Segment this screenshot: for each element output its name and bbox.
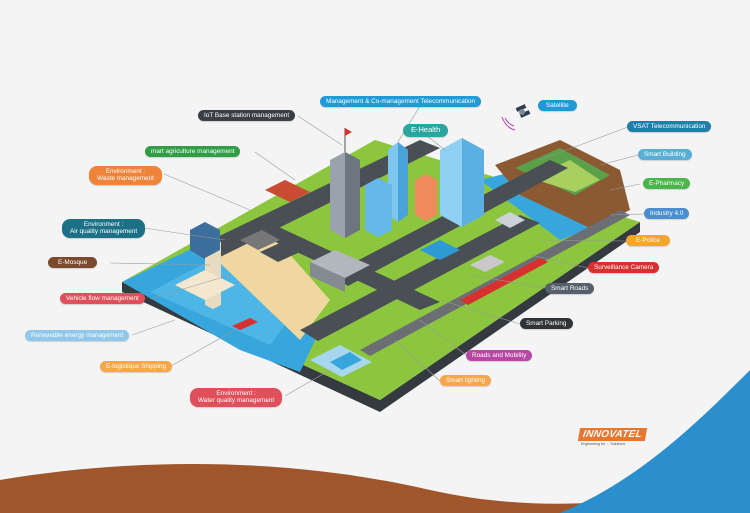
label-roads-mobility: Roads and Mobility <box>466 350 533 362</box>
label-text: Renewable energy management <box>31 332 124 339</box>
logo-wordmark: INNOVATEL <box>577 428 648 441</box>
label-text-2: Air quality management <box>70 228 138 236</box>
label-ehealth: E-Health <box>403 124 449 137</box>
logo-tagline: Engineering for ... Solutions <box>581 442 626 446</box>
label-industry-4: Industry 4.0 <box>644 208 690 220</box>
label-epolice: E-Police <box>626 235 670 247</box>
label-text-2: Waste management <box>97 175 154 183</box>
label-text: Surveillance Camera <box>594 264 654 271</box>
label-vsat: VSAT Telecommunication <box>627 121 712 133</box>
label-text-2: Water quality management <box>198 397 275 405</box>
brown-ground-wave <box>0 463 750 513</box>
buildings <box>175 128 525 309</box>
label-text: Industry 4.0 <box>650 210 684 217</box>
label-management-telecom: Management & Co-management Telecommunica… <box>320 96 482 108</box>
label-smart-agriculture: mart agriculture management <box>145 146 241 158</box>
blue-ground-wave <box>560 370 750 513</box>
label-text: Smart Roads <box>551 285 589 292</box>
label-smart-lighting: Smart lighting <box>440 375 492 387</box>
label-emosque: E-Mosque <box>48 257 98 269</box>
label-text: mart agriculture management <box>151 148 235 155</box>
satellite-icon <box>501 104 531 131</box>
label-text: IoT Base station management <box>204 112 290 119</box>
label-text-1: Environment : <box>105 168 146 175</box>
label-satellite: Satellite <box>538 100 577 112</box>
label-env-waste: Environment : Waste management <box>89 166 162 185</box>
label-elogistique: E-logistique Shipping <box>100 361 173 373</box>
label-text: Smart Building <box>644 151 686 158</box>
label-text: E-logistique Shipping <box>106 363 167 370</box>
label-text: Smart Parking <box>526 320 567 327</box>
label-text: E-Mosque <box>58 259 88 266</box>
label-iot-base-station: IoT Base station management <box>198 110 296 122</box>
label-text: Management & Co-management Telecommunica… <box>326 98 476 105</box>
label-text: E-Pharmacy <box>649 180 685 187</box>
label-epharmacy: E-Pharmacy <box>643 178 691 190</box>
label-vehicle-flow: Vehicle flow management <box>60 293 145 305</box>
label-env-air: Environment : Air quality management <box>62 219 146 238</box>
label-smart-roads: Smart Roads <box>545 283 595 295</box>
label-text: Vehicle flow management <box>66 295 139 302</box>
main-road <box>190 140 440 262</box>
label-text-1: Environment : <box>83 221 124 228</box>
label-smart-building: Smart Building <box>638 149 692 161</box>
connector-lines <box>109 105 645 397</box>
label-text: Smart lighting <box>446 377 486 384</box>
label-text-1: Environment : <box>216 390 256 397</box>
label-text: E-Health <box>411 125 441 134</box>
label-text: VSAT Telecommunication <box>633 123 706 130</box>
innovatel-logo: INNOVATEL Engineering for ... Solutions <box>577 428 653 450</box>
label-smart-parking: Smart Parking <box>520 318 573 330</box>
label-text: Satellite <box>546 102 569 109</box>
ship <box>232 318 258 330</box>
label-text: Roads and Mobility <box>472 352 527 359</box>
label-env-water: Environment : Water quality management <box>190 388 283 407</box>
label-text: E-Police <box>636 237 660 244</box>
label-renewable-energy: Renewable energy management <box>25 330 130 342</box>
label-surveillance-camera: Surveillance Camera <box>588 262 660 274</box>
